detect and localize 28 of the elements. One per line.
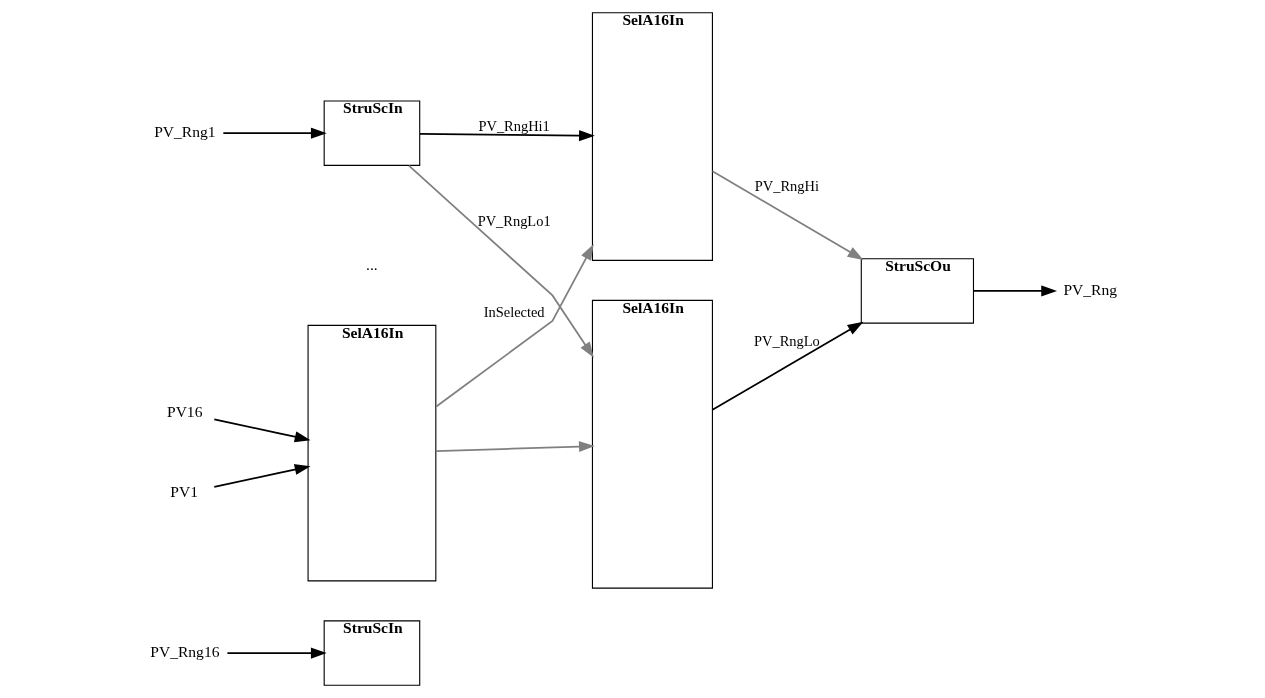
arrow — [221, 127, 327, 139]
node-text: PV_Rng — [1062, 281, 1117, 299]
node-box: SelA16In — [591, 299, 713, 589]
arrow — [226, 647, 327, 659]
node-text: PV_Rng1 — [153, 123, 216, 141]
label: ... — [365, 255, 378, 273]
edge-label: PV_RngHi1 — [477, 118, 550, 135]
node-box: SelA16In — [591, 12, 713, 261]
edge-label: InSelected — [483, 303, 545, 320]
node-text: PV_Rng16 — [149, 643, 219, 661]
node-box: StruScIn — [323, 620, 420, 686]
arrow — [418, 130, 595, 142]
arrow — [434, 244, 594, 408]
node-box: StruScIn — [323, 100, 420, 166]
arrow — [212, 464, 311, 488]
arrow — [711, 170, 863, 260]
node-text: PV16 — [166, 403, 202, 421]
arrow — [972, 285, 1057, 297]
node-box: StruScOu — [860, 258, 974, 324]
arrow — [434, 441, 595, 453]
node-box: SelA16In — [307, 324, 436, 582]
node-text: PV1 — [169, 483, 198, 501]
arrow — [407, 164, 594, 358]
arrow — [212, 418, 311, 443]
edge-label: PV_RngLo1 — [477, 212, 551, 229]
edge-label: PV_RngLo — [753, 332, 820, 349]
arrow — [711, 321, 863, 411]
edge-label: PV_RngHi — [754, 178, 819, 195]
